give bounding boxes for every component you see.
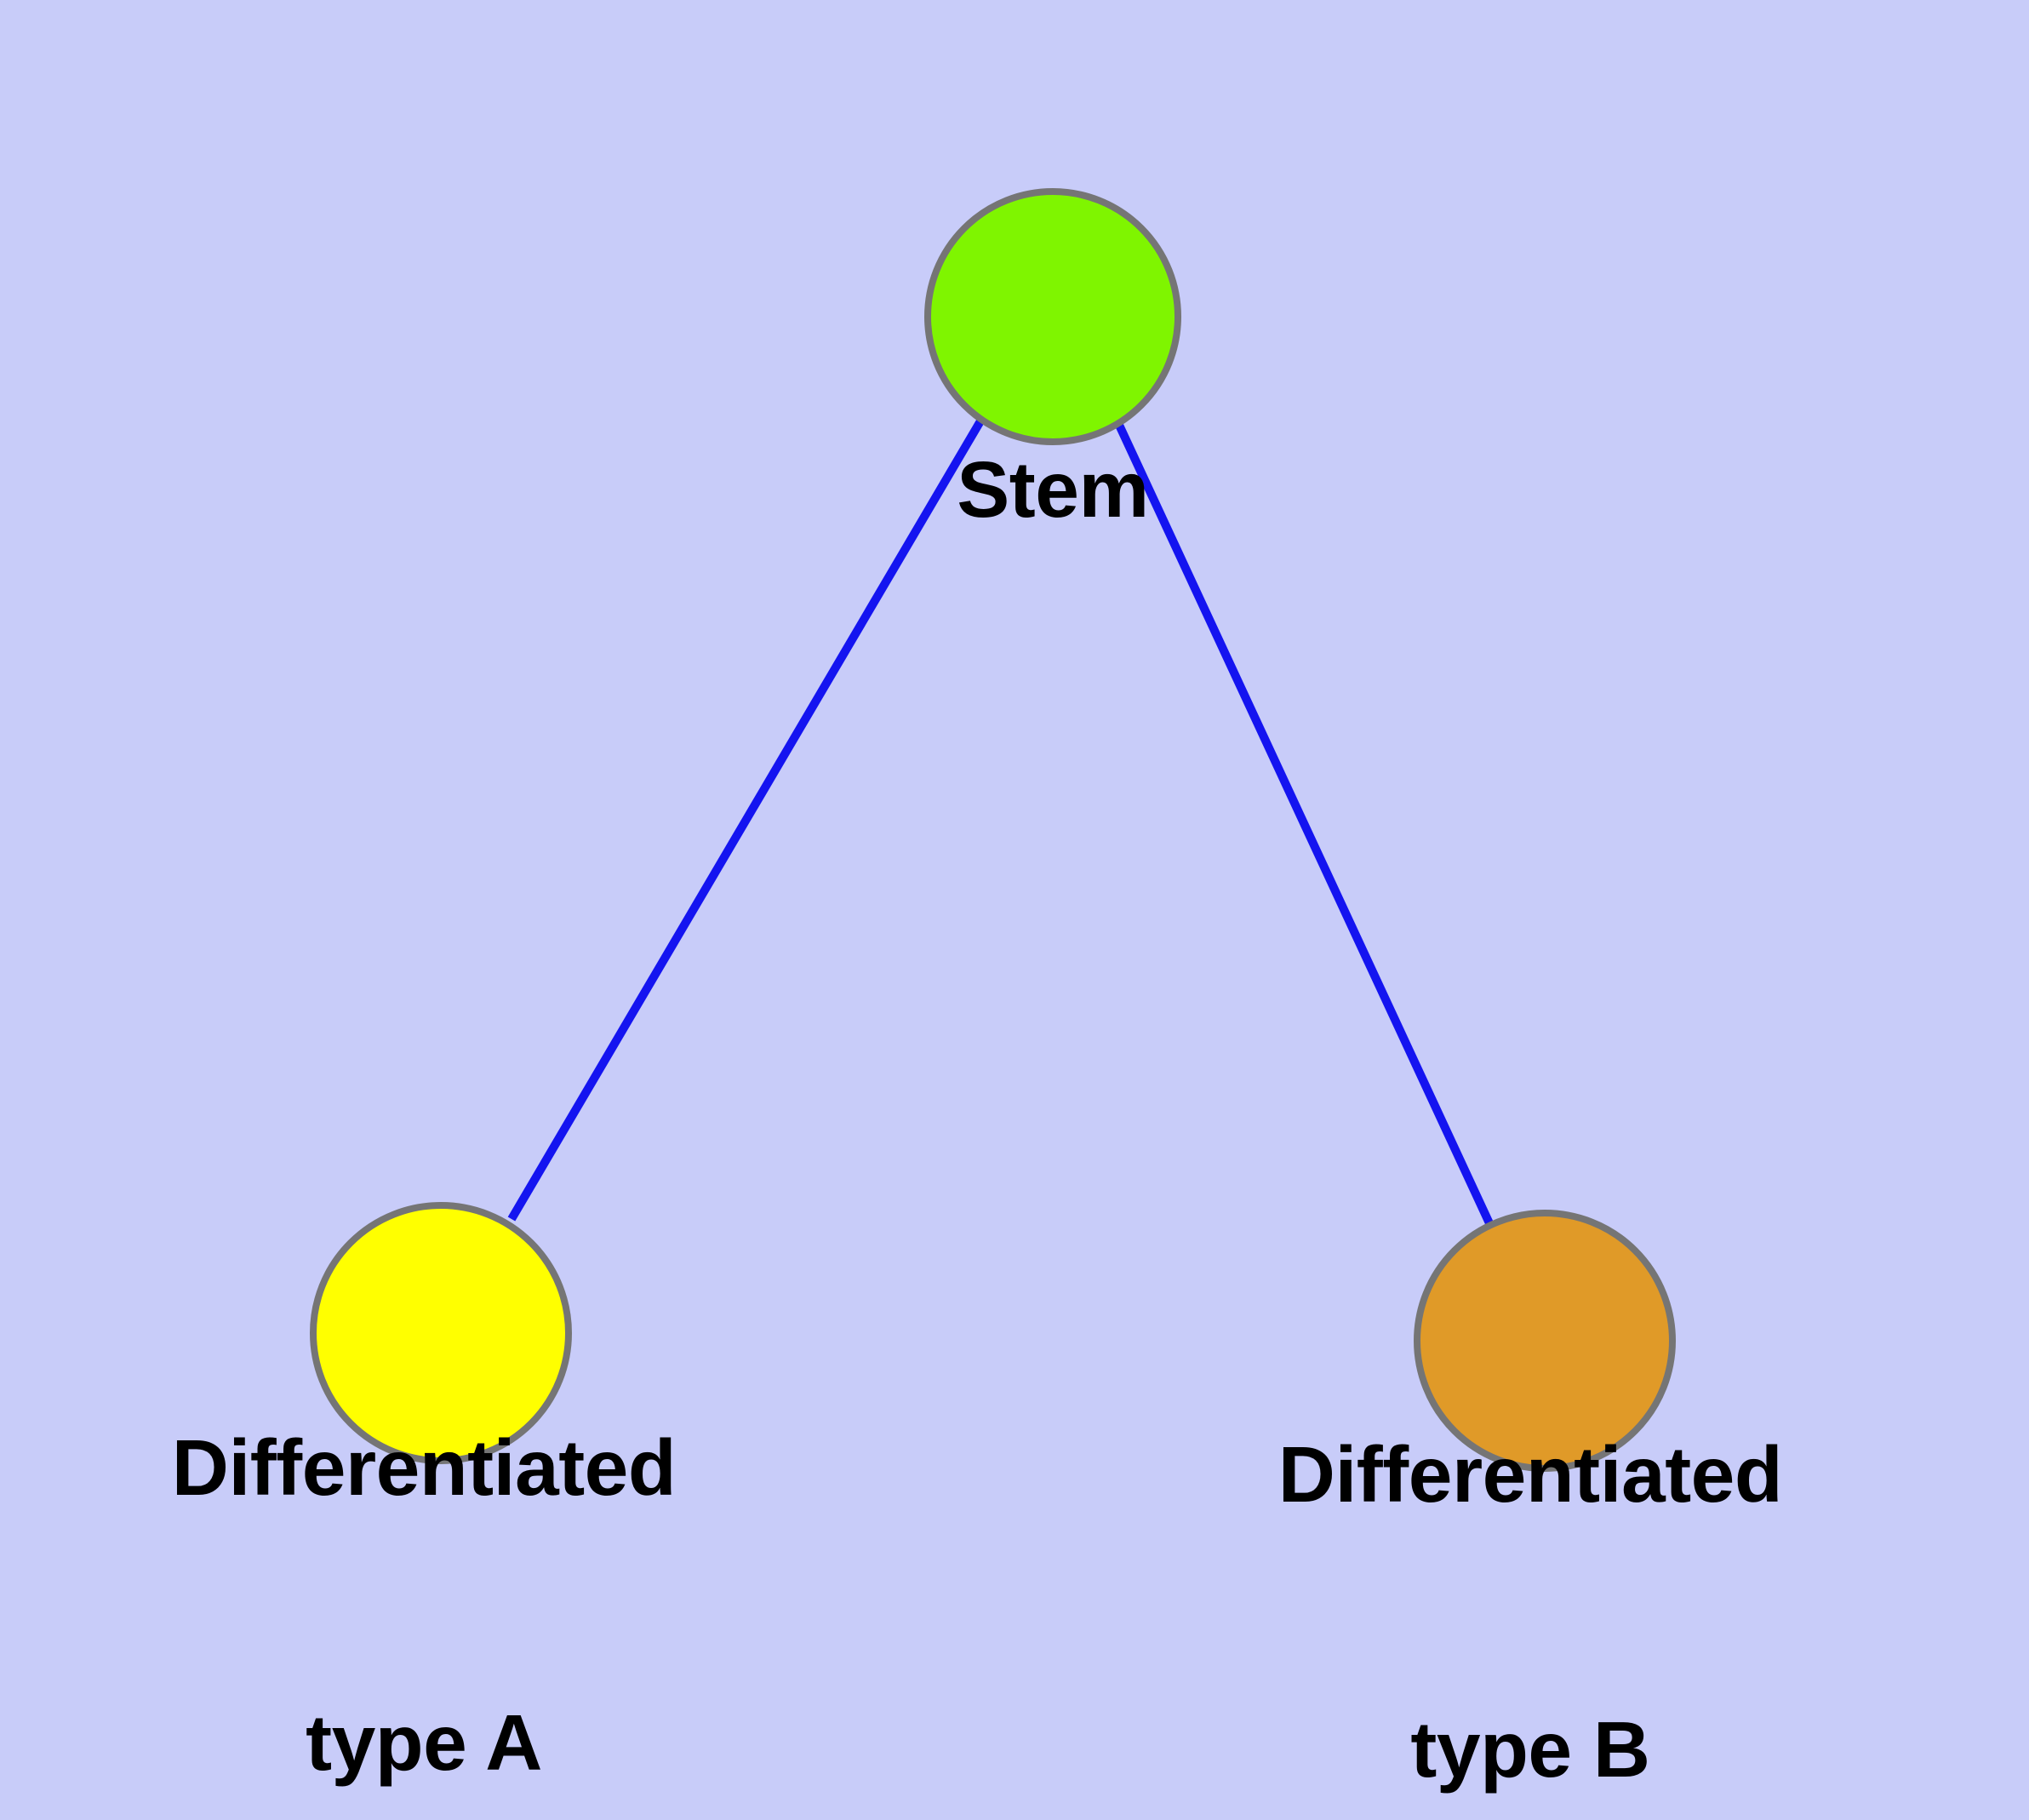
edge-stem-to-differentiated-type-b[interactable] xyxy=(1113,419,1494,1226)
node-stem[interactable] xyxy=(924,188,1181,445)
node-differentiated-type-b[interactable] xyxy=(1414,1210,1676,1472)
node-differentiated-type-a[interactable] xyxy=(310,1202,572,1464)
edge-stem-to-differentiated-type-a[interactable] xyxy=(507,417,986,1222)
